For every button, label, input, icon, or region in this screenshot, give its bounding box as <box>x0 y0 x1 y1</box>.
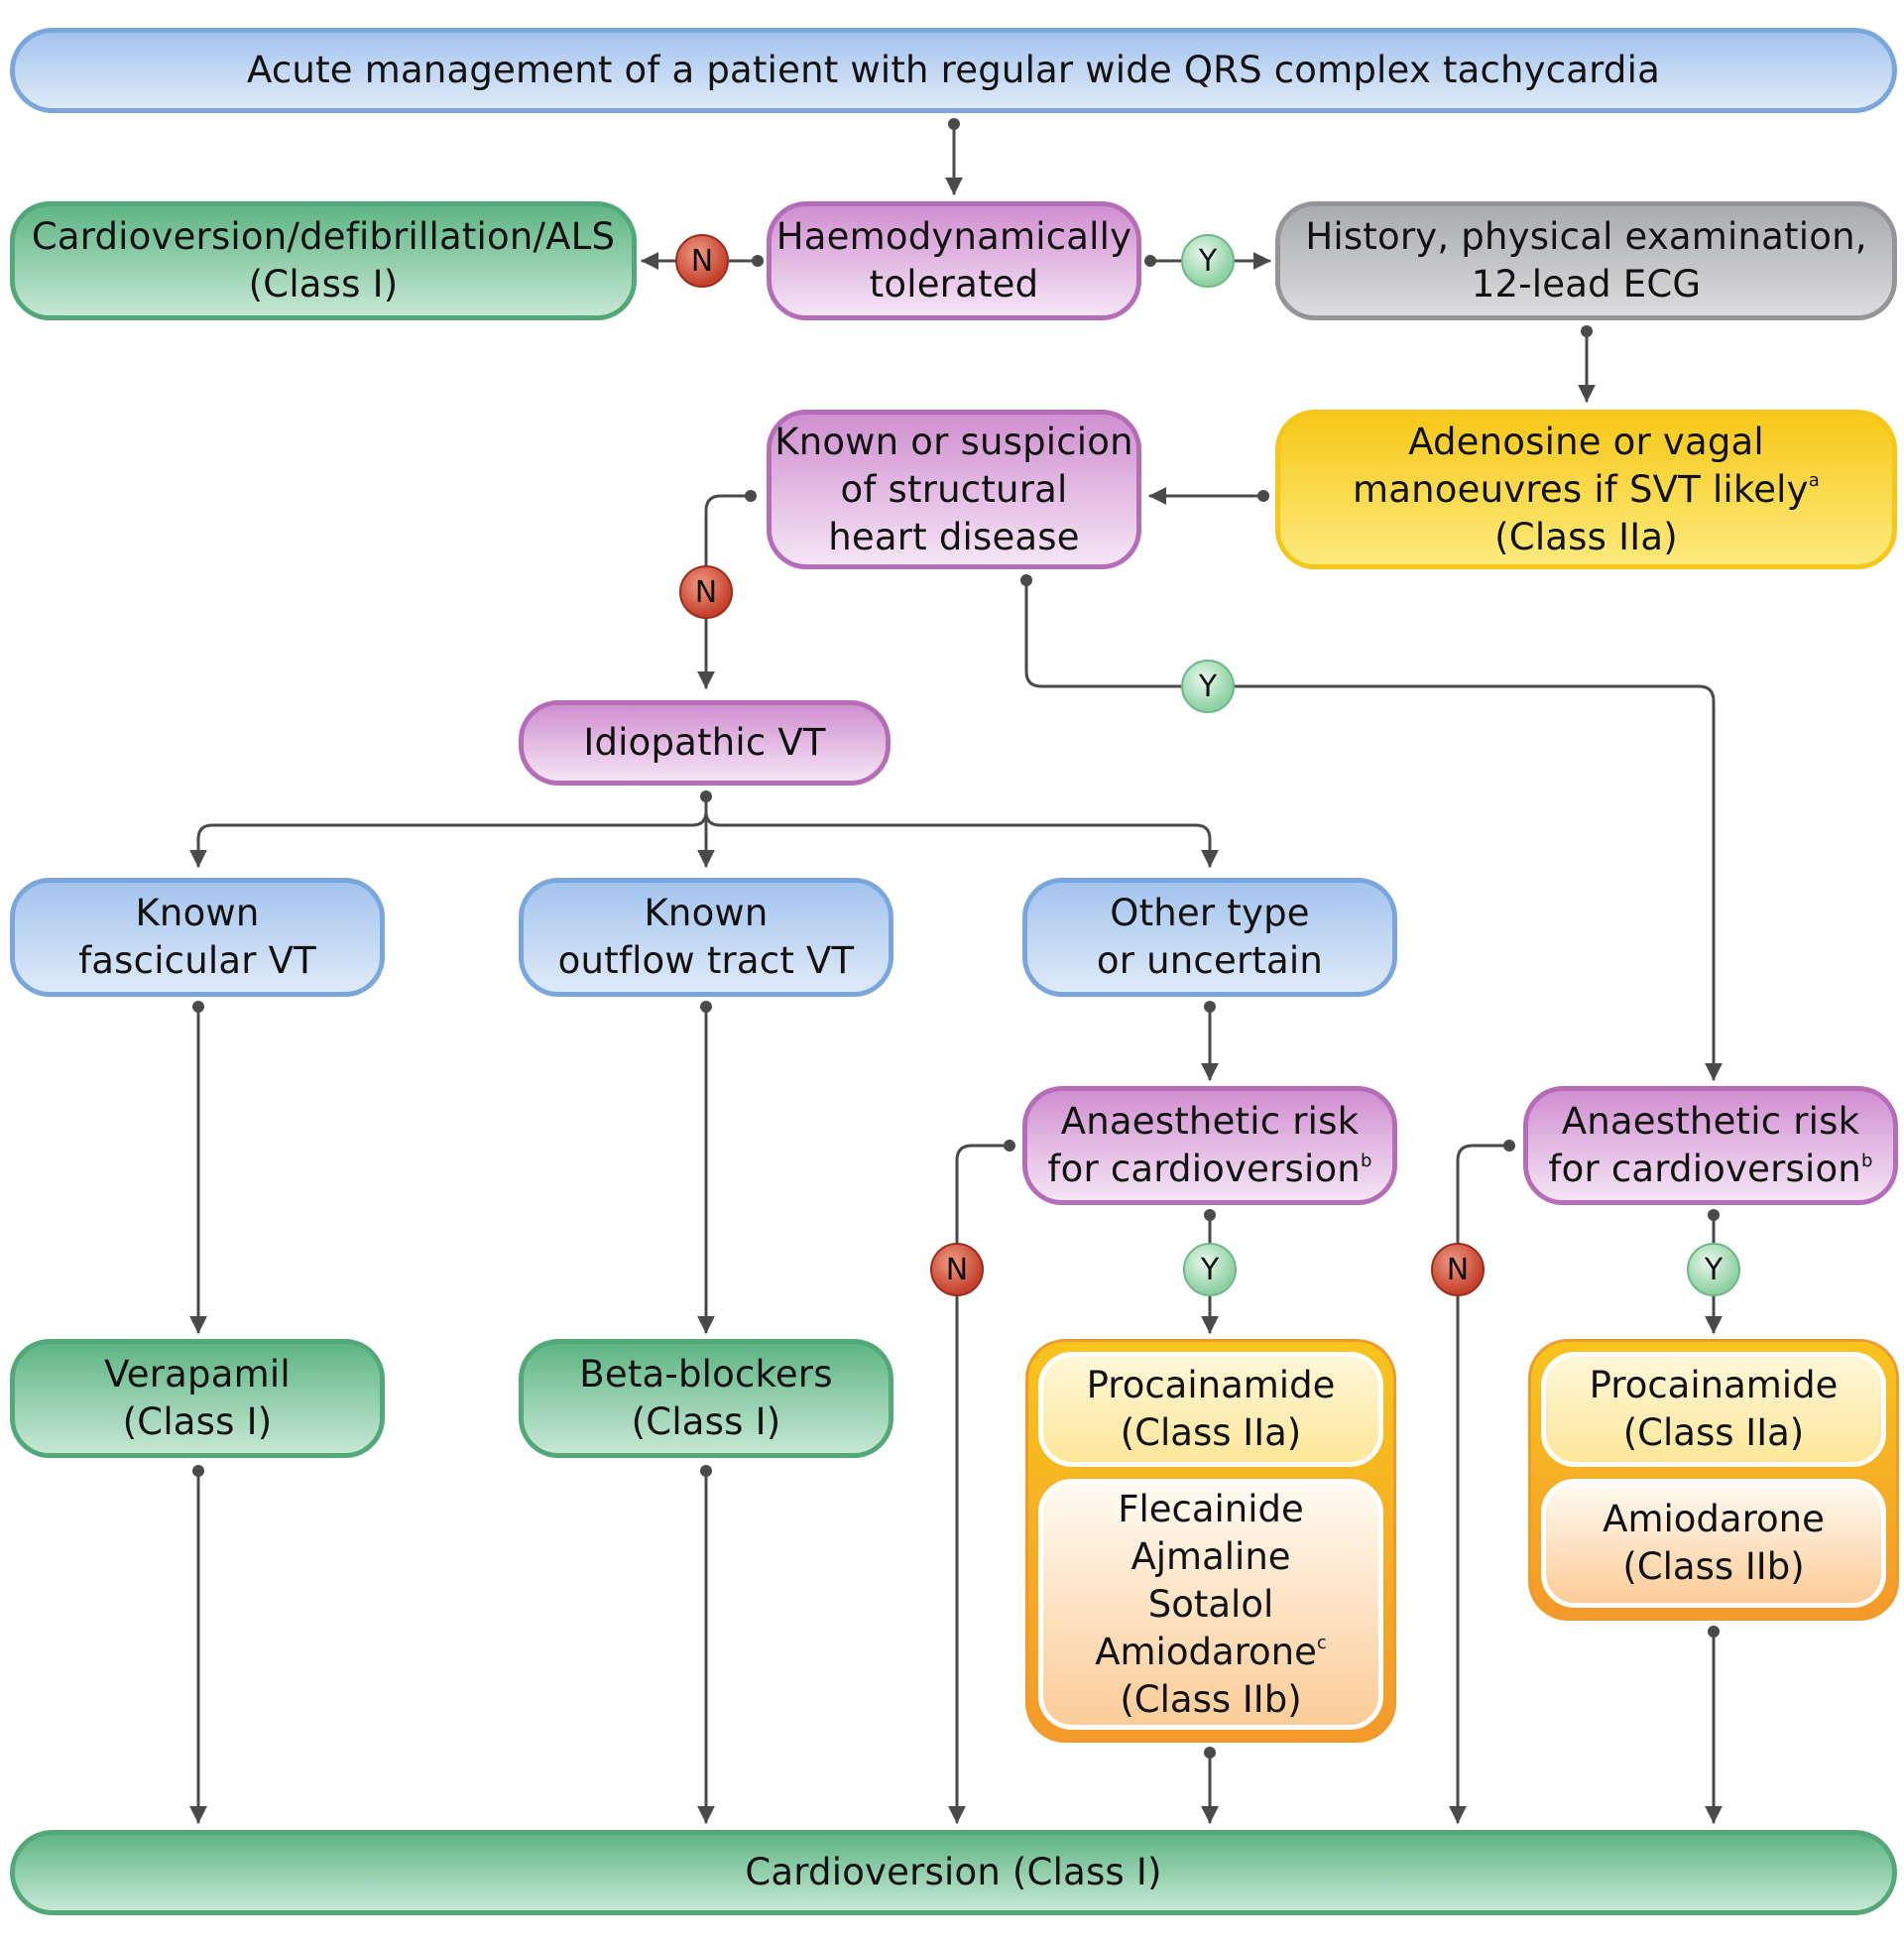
no-badge-haemodynamic: N <box>675 234 729 288</box>
beta-blockers-class: (Class I) <box>631 1400 781 1443</box>
outflow-line2: outflow tract VT <box>557 939 855 982</box>
drug-list-class: (Class IIb) <box>1120 1677 1302 1721</box>
no-badge-anaesthetic-left: N <box>930 1243 984 1296</box>
fascicular-line2: fascicular VT <box>78 939 316 982</box>
adenosine-class: (Class IIa) <box>1494 515 1678 558</box>
haemodynamic-line1: Haemodynamically <box>775 215 1132 258</box>
connector-idiopathic-to-other <box>704 794 1219 868</box>
procainamide-right-class: (Class IIa) <box>1622 1411 1805 1454</box>
cardioversion-als-class: (Class I) <box>248 263 399 305</box>
other-type-box: Other type or uncertain <box>1022 878 1397 997</box>
verapamil-class: (Class I) <box>122 1400 273 1443</box>
verapamil-box: Verapamil (Class I) <box>10 1339 385 1458</box>
connector-idiopathic-to-fascicular <box>189 794 708 868</box>
idiopathic-vt-label: Idiopathic VT <box>583 721 826 764</box>
no-badge-anaesthetic-right: N <box>1431 1243 1485 1296</box>
drug-options-frame-right: Procainamide (Class IIa) Amiodarone (Cla… <box>1528 1339 1899 1621</box>
drug-options-frame-left: Procainamide (Class IIa) Flecainide Ajma… <box>1025 1339 1396 1743</box>
drug-list-box: Flecainide Ajmaline Sotalol Amiodaronec … <box>1038 1479 1383 1730</box>
yes-badge-anaesthetic-left: Y <box>1183 1243 1237 1296</box>
yes-badge-anaesthetic-right: Y <box>1687 1243 1740 1296</box>
adenosine-line2: manoeuvres if SVT likelya <box>1353 467 1820 511</box>
haemodynamic-box: Haemodynamically tolerated <box>767 201 1141 320</box>
anaesthetic-right-line2: for cardioversionb <box>1548 1148 1873 1190</box>
footnote-b: b <box>1860 1150 1873 1171</box>
outflow-tract-vt-box: Known outflow tract VT <box>519 878 893 997</box>
drug-flecainide: Flecainide <box>1118 1487 1304 1530</box>
amiodarone-class: (Class IIb) <box>1622 1545 1805 1588</box>
fascicular-line1: Known <box>135 892 260 934</box>
procainamide-box-right: Procainamide (Class IIa) <box>1541 1352 1886 1467</box>
drug-sotalol: Sotalol <box>1147 1582 1274 1626</box>
outflow-line1: Known <box>644 892 769 934</box>
fascicular-vt-box: Known fascicular VT <box>10 878 385 997</box>
yes-badge-haemodynamic: Y <box>1181 234 1235 288</box>
structural-line3: heart disease <box>828 515 1080 558</box>
anaesthetic-risk-box-left: Anaesthetic risk for cardioversionb <box>1022 1086 1397 1205</box>
footnote-a: a <box>1808 470 1820 492</box>
procainamide-left-class: (Class IIa) <box>1120 1411 1302 1454</box>
cardioversion-box: Cardioversion (Class I) <box>10 1830 1897 1915</box>
history-box: History, physical examination, 12-lead E… <box>1275 201 1897 320</box>
adenosine-line1: Adenosine or vagal <box>1408 420 1764 463</box>
structural-disease-box: Known or suspicion of structural heart d… <box>767 410 1141 569</box>
connector-anaesthetic-right-no <box>1449 1144 1511 1824</box>
anaesthetic-left-line1: Anaesthetic risk <box>1060 1100 1360 1143</box>
other-line2: or uncertain <box>1096 939 1324 982</box>
connector-anaesthetic-left-no <box>948 1144 1012 1824</box>
cardioversion-label: Cardioversion (Class I) <box>745 1851 1162 1893</box>
footnote-b: b <box>1360 1150 1372 1171</box>
beta-blockers-box: Beta-blockers (Class I) <box>519 1339 893 1458</box>
drug-ajmaline: Ajmaline <box>1130 1534 1291 1578</box>
drug-amiodarone: Amiodaronec <box>1095 1630 1327 1673</box>
procainamide-left-label: Procainamide <box>1086 1364 1336 1406</box>
other-line1: Other type <box>1110 892 1310 934</box>
adenosine-box: Adenosine or vagal manoeuvres if SVT lik… <box>1275 410 1897 569</box>
title-text: Acute management of a patient with regul… <box>247 49 1660 91</box>
cardioversion-als-label: Cardioversion/defibrillation/ALS <box>31 215 616 258</box>
footnote-c: c <box>1316 1633 1327 1654</box>
history-line2: 12-lead ECG <box>1471 263 1702 305</box>
anaesthetic-right-line1: Anaesthetic risk <box>1561 1100 1860 1143</box>
history-line1: History, physical examination, <box>1305 215 1867 258</box>
structural-line2: of structural <box>840 467 1068 511</box>
yes-badge-structural: Y <box>1181 660 1235 713</box>
procainamide-box-left: Procainamide (Class IIa) <box>1038 1352 1383 1467</box>
amiodarone-label: Amiodarone <box>1603 1498 1825 1540</box>
verapamil-label: Verapamil <box>104 1353 291 1396</box>
beta-blockers-label: Beta-blockers <box>579 1353 833 1396</box>
title-box: Acute management of a patient with regul… <box>10 28 1897 113</box>
anaesthetic-risk-box-right: Anaesthetic risk for cardioversionb <box>1523 1086 1898 1205</box>
no-badge-structural: N <box>679 565 733 619</box>
connector-structural-yes <box>1024 578 1723 1081</box>
connector-structural-no <box>697 494 753 689</box>
haemodynamic-line2: tolerated <box>869 263 1039 305</box>
procainamide-right-label: Procainamide <box>1589 1364 1839 1406</box>
cardioversion-als-box: Cardioversion/defibrillation/ALS (Class … <box>10 201 637 320</box>
structural-line1: Known or suspicion <box>774 420 1133 463</box>
amiodarone-box: Amiodarone (Class IIb) <box>1541 1479 1886 1608</box>
idiopathic-vt-box: Idiopathic VT <box>519 700 891 786</box>
anaesthetic-left-line2: for cardioversionb <box>1047 1148 1372 1190</box>
